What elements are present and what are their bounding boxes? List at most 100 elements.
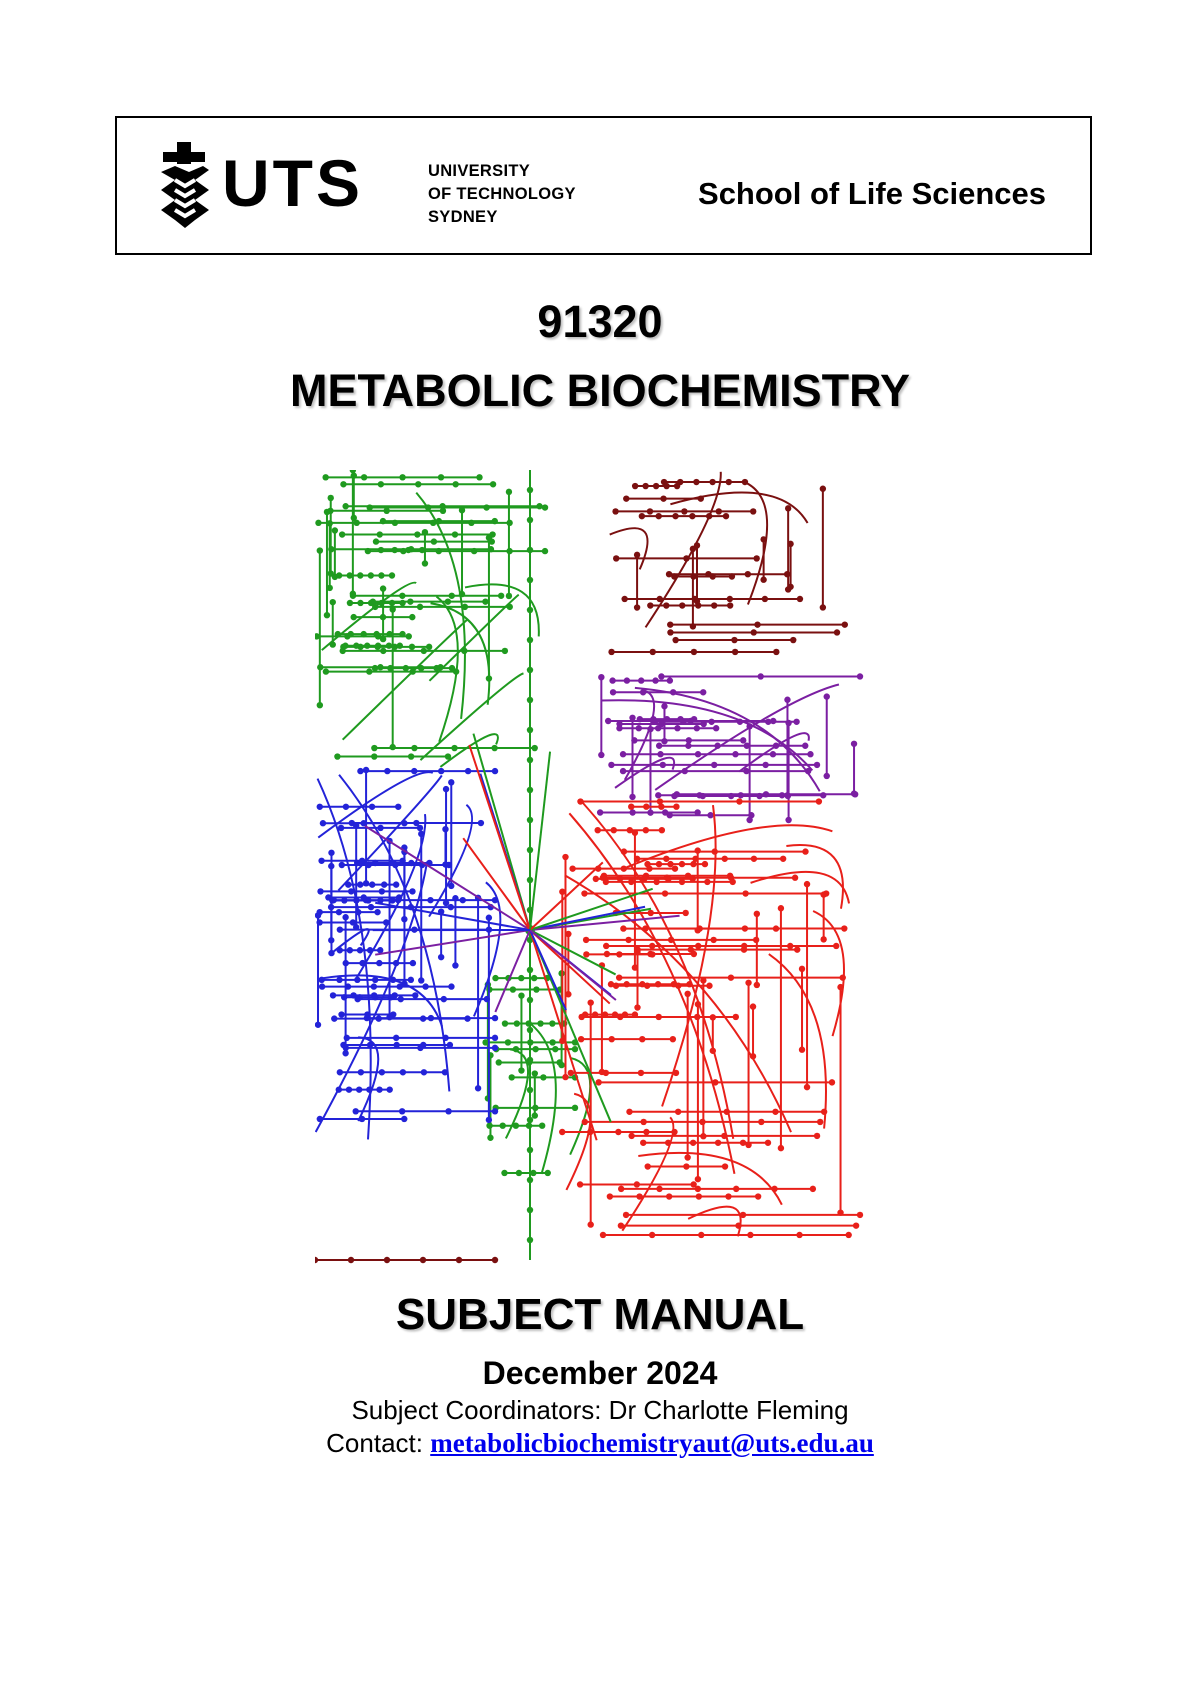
metabolite-node — [803, 1083, 811, 1091]
metabolite-node — [610, 826, 617, 834]
metabolite-node — [455, 1256, 463, 1264]
metabolite-node — [378, 1069, 386, 1076]
metabolite-node — [598, 673, 605, 681]
pathway-edge — [494, 929, 531, 1013]
metabolite-node — [659, 761, 667, 769]
metabolite-node — [526, 1086, 534, 1094]
metabolite-node — [629, 714, 636, 721]
metabolite-node — [342, 503, 349, 510]
metabolite-node — [625, 936, 632, 944]
pathway-curve — [504, 1048, 530, 1139]
pathway-curve — [638, 1151, 783, 1206]
metabolite-node — [672, 636, 679, 644]
metabolite-node — [660, 478, 668, 486]
metabolite-node — [437, 767, 445, 775]
metabolite-node — [647, 909, 654, 917]
metabolite-node — [370, 983, 378, 990]
metabolite-node — [396, 642, 404, 649]
metabolite-node — [526, 726, 534, 734]
pathway-edge — [529, 929, 617, 1001]
metabolite-node — [559, 888, 566, 895]
pathway-curve — [634, 686, 821, 792]
contact-email-link[interactable]: metabolicbiochemistryaut@uts.edu.au — [430, 1428, 874, 1458]
metabolite-node — [417, 1044, 424, 1052]
metabolite-node — [526, 1026, 534, 1034]
metabolite-node — [531, 1112, 539, 1119]
metabolite-node — [616, 1013, 624, 1021]
metabolite-node — [408, 643, 416, 651]
metabolite-node — [726, 595, 734, 603]
metabolite-node — [331, 527, 339, 534]
metabolite-node — [581, 1118, 588, 1126]
metabolite-node — [726, 602, 734, 609]
metabolite-node — [583, 951, 590, 958]
red-pathways — [559, 798, 864, 1239]
metabolite-node — [526, 876, 534, 884]
metabolite-node — [732, 1185, 740, 1193]
metabolite-node — [764, 1139, 772, 1146]
metabolite-node — [377, 947, 384, 954]
metabolite-node — [769, 751, 777, 758]
metabolite-node — [683, 1163, 690, 1170]
metabolite-node — [513, 1020, 521, 1027]
metabolite-node — [619, 751, 627, 758]
metabolite-node — [483, 504, 490, 511]
metabolite-node — [526, 666, 534, 674]
metabolite-node — [491, 1014, 499, 1022]
metabolite-node — [813, 1132, 821, 1140]
metabolite-node — [418, 977, 425, 984]
metabolite-node — [761, 595, 769, 603]
metabolite-node — [658, 826, 666, 834]
metabolite-node — [444, 598, 452, 605]
metabolite-node — [628, 803, 635, 810]
metabolite-node — [658, 720, 665, 728]
metabolite-node — [746, 816, 753, 824]
metabolite-node — [612, 555, 620, 562]
pathway-curve — [464, 583, 540, 637]
metabolite-node — [743, 767, 750, 775]
metabolite-node — [411, 744, 418, 752]
metabolite-node — [377, 481, 385, 488]
uts-name: UNIVERSITY OF TECHNOLOGY SYDNEY — [428, 160, 576, 229]
metabolite-node — [515, 1169, 523, 1177]
metabolite-node — [413, 819, 420, 827]
metabolite-node — [798, 965, 806, 973]
metabolite-node — [823, 693, 830, 700]
metabolite-node — [380, 647, 387, 655]
metabolite-node — [499, 1122, 506, 1129]
metabolite-node — [694, 809, 701, 816]
metabolite-node — [711, 761, 718, 769]
metabolite-node — [791, 874, 799, 881]
pathway-curve — [750, 870, 851, 904]
metabolite-node — [530, 974, 538, 982]
metabolite-node — [421, 528, 429, 536]
metabolite-node — [518, 974, 525, 982]
metabolite-node — [803, 880, 811, 888]
metabolite-node — [411, 767, 418, 775]
metabolite-node — [643, 1128, 650, 1136]
metabolite-node — [709, 573, 716, 580]
pathway-edge — [375, 929, 531, 956]
metabolite-node — [532, 1045, 539, 1053]
metabolite-node — [661, 703, 668, 710]
metabolite-node — [706, 982, 713, 989]
metabolite-node — [328, 862, 335, 870]
metabolite-node — [541, 547, 549, 555]
metabolite-node — [633, 551, 641, 559]
metabolite-node — [603, 950, 611, 958]
metabolite-node — [756, 792, 763, 800]
metabolite-node — [458, 506, 466, 514]
metabolite-node — [437, 474, 445, 481]
metabolite-node — [526, 576, 534, 584]
metabolite-node — [392, 881, 400, 888]
pathway-curve — [661, 804, 717, 1107]
metabolite-node — [526, 936, 534, 944]
pathway-edge — [529, 861, 604, 931]
pathway-edge — [529, 887, 653, 931]
metabolite-node — [784, 792, 791, 799]
manual-date: December 2024 — [482, 1355, 718, 1391]
metabolite-node — [612, 982, 620, 989]
metabolite-node — [616, 720, 623, 728]
metabolite-node — [459, 896, 466, 904]
pathway-curve — [581, 801, 735, 1139]
